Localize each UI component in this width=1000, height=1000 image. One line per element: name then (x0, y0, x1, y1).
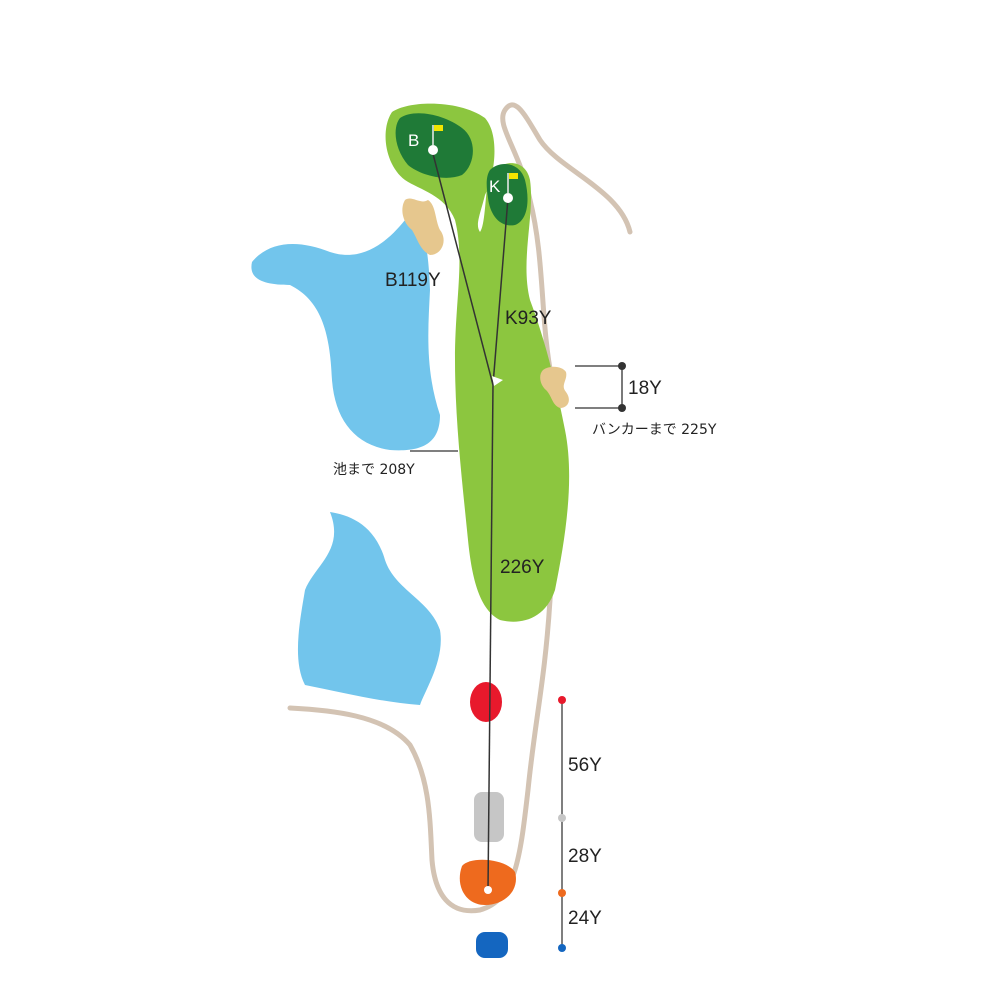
label-bunker-depth: 18Y (628, 378, 662, 399)
label-front-green-distance: K93Y (505, 308, 552, 329)
tee-marker (484, 886, 492, 894)
green-front-label: K (489, 177, 501, 196)
label-to-pond: 池まで 208Y (333, 462, 415, 478)
label-to-bunker: バンカーまで 225Y (592, 422, 717, 438)
label-back-green-distance: B119Y (385, 270, 441, 291)
label-tee-gap-1: 56Y (568, 755, 602, 776)
landing-marker-icon (492, 376, 503, 386)
tee-red (470, 682, 502, 722)
pin-back-icon (428, 145, 438, 155)
fairway (385, 103, 570, 622)
line-tee-to-landing (487, 384, 494, 891)
label-tee-gap-2: 28Y (568, 846, 602, 867)
pond-upper (251, 217, 440, 451)
pond-lower (297, 512, 441, 705)
label-tee-gap-3: 24Y (568, 908, 602, 929)
pin-front-icon (503, 193, 513, 203)
tee-blue (476, 932, 508, 958)
green-back-label: B (408, 131, 419, 150)
label-tee-shot-distance: 226Y (500, 557, 545, 578)
bunker-greenside (402, 198, 444, 255)
line-to-back-green (431, 149, 494, 386)
bunker-fairway (540, 366, 569, 408)
line-to-front-green (492, 197, 509, 386)
flag-back-icon (434, 125, 443, 131)
flag-front-icon (509, 173, 518, 179)
